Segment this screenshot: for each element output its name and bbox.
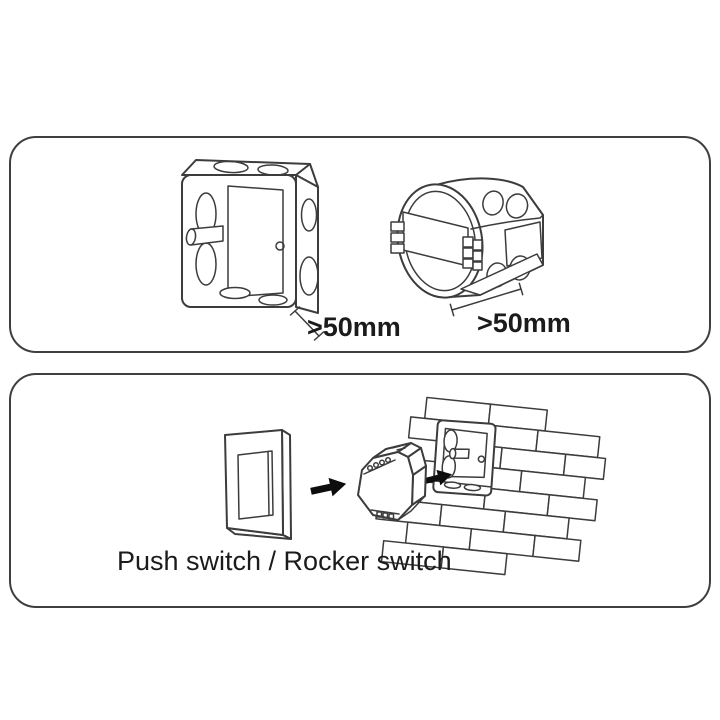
installation-panel: Push switch / Rocker switch <box>9 373 711 608</box>
fixing-lug <box>462 236 483 271</box>
brick-wall <box>375 396 607 576</box>
installation-drawing <box>224 396 607 576</box>
square-box-dimension-line <box>289 306 325 341</box>
inwall-module <box>357 442 427 521</box>
screw-post <box>185 225 224 246</box>
wall-switch <box>224 429 292 540</box>
rim-tabs <box>390 221 405 254</box>
round-box-dimension-label: >50mm <box>477 308 571 338</box>
square-mounting-box <box>181 159 319 314</box>
square-box-dimension-label: >50mm <box>307 312 401 342</box>
mounting-boxes-drawing <box>181 159 544 341</box>
arrow-right-icon-2 <box>421 469 453 486</box>
round-mounting-box <box>390 177 544 299</box>
switch-type-caption: Push switch / Rocker switch <box>117 546 452 576</box>
terminal-holes <box>366 456 392 472</box>
arrow-right-icon-1 <box>310 477 347 497</box>
round-box-dimension-line <box>449 282 524 317</box>
wall-mounting-box <box>432 419 497 497</box>
mounting-box-requirements-panel: >50mm >50mm <box>9 136 711 353</box>
